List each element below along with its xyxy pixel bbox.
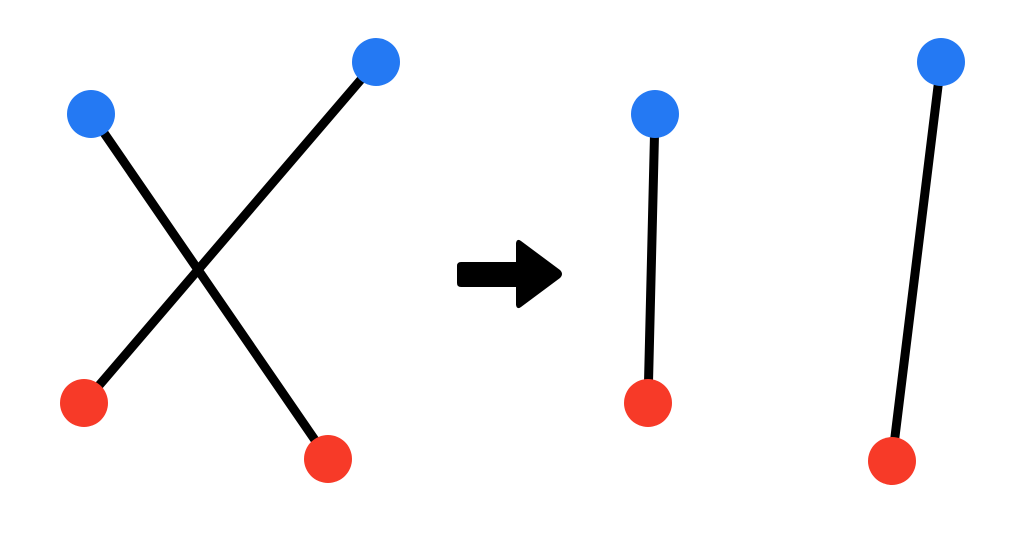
right-red-left-node (624, 379, 672, 427)
left-red-bottom-right-node (304, 435, 352, 483)
left-red-bottom-left-node (60, 379, 108, 427)
left-blue-top-left-node (67, 90, 115, 138)
right-red-right-node (868, 437, 916, 485)
left-panel-edge-2 (79, 57, 381, 408)
right-arrow-icon (457, 239, 562, 309)
right-panel-edge-1 (643, 109, 660, 408)
left-blue-top-right-node (352, 38, 400, 86)
right-panel-edge-2 (887, 57, 946, 466)
left-panel-edge-1 (86, 109, 333, 464)
right-blue-right-node (917, 38, 965, 86)
right-blue-left-node (631, 90, 679, 138)
